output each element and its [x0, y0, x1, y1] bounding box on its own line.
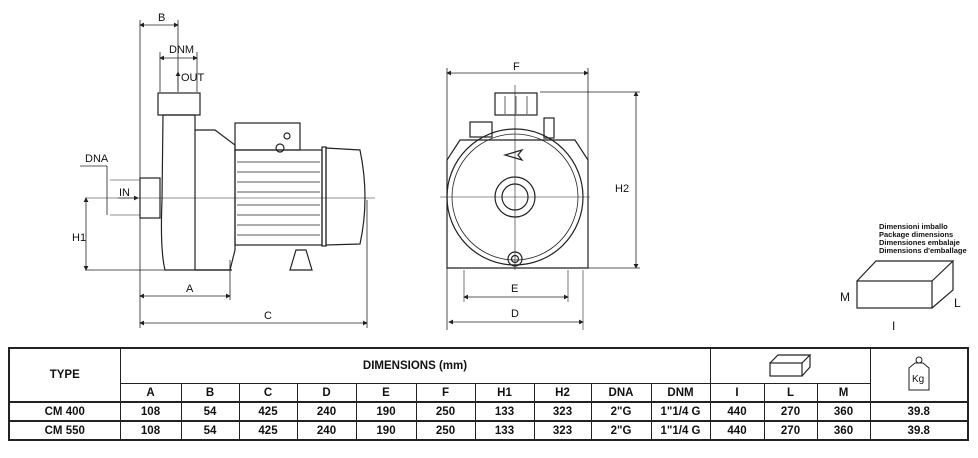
weight-cell: 39.8 [869, 420, 969, 441]
cell: 360 [816, 401, 871, 422]
package-caption-es: Dimensiones embalaje [879, 238, 960, 247]
dim-label-dnm: DNM [169, 44, 194, 56]
cell: 190 [355, 420, 417, 441]
col-e: E [355, 383, 417, 403]
dim-label-c: C [264, 310, 272, 322]
package-box-icon [769, 353, 812, 377]
table-row: CM 400 108 54 425 240 190 250 133 323 2"… [8, 401, 969, 422]
cell: 323 [533, 420, 592, 441]
cell: 240 [296, 401, 357, 422]
cell: 250 [415, 401, 476, 422]
dim-label-h1: H1 [72, 232, 86, 244]
cell: 270 [763, 420, 818, 441]
weight-kg-icon: Kg [908, 356, 930, 390]
col-d: D [296, 383, 357, 403]
type-cell: CM 550 [8, 420, 121, 441]
dim-label-in: IN [119, 187, 130, 199]
col-dna: DNA [590, 383, 652, 403]
col-c: C [238, 383, 298, 403]
col-dnm: DNM [650, 383, 711, 403]
cell: 2"G [590, 401, 652, 422]
cell: 440 [709, 420, 765, 441]
package-header [709, 347, 871, 384]
col-h1: H1 [474, 383, 535, 403]
dim-label-dna: DNA [85, 153, 109, 165]
col-b: B [180, 383, 240, 403]
cell: 2"G [590, 420, 652, 441]
dim-label-h2: H2 [615, 183, 629, 195]
dim-label-out: OUT [181, 72, 205, 84]
package-caption-it: Dimensioni imballo [879, 222, 948, 231]
package-box-icon [856, 260, 955, 309]
cell: 323 [533, 401, 592, 422]
pump-side-view [80, 20, 375, 328]
weight-header: Kg [869, 347, 969, 403]
cell: 1"1/4 G [650, 420, 711, 441]
cell: 1"1/4 G [650, 401, 711, 422]
package-caption-fr: Dimensions d'emballage [879, 246, 967, 255]
cell: 133 [474, 420, 535, 441]
col-i: I [709, 383, 765, 403]
cell: 190 [355, 401, 417, 422]
dim-label-e: E [511, 283, 518, 295]
dim-label-a: A [186, 283, 194, 295]
col-a: A [119, 383, 182, 403]
table-row: CM 550 108 54 425 240 190 250 133 323 2"… [8, 420, 969, 441]
cell: 270 [763, 401, 818, 422]
cell: 240 [296, 420, 357, 441]
cell: 108 [119, 401, 182, 422]
cell: 425 [238, 420, 298, 441]
technical-drawing: B DNM OUT DNA IN H1 A C F H2 E D [72, 12, 967, 333]
dimensions-header: DIMENSIONS (mm) [119, 347, 711, 384]
col-h2: H2 [533, 383, 592, 403]
cell: 360 [816, 420, 871, 441]
dimensions-table: TYPE DIMENSIONS (mm) Kg A B C D E F H1 H… [8, 347, 969, 441]
col-l: L [763, 383, 818, 403]
type-cell: CM 400 [8, 401, 121, 422]
package-label-l: L [954, 296, 961, 310]
dim-label-d: D [511, 308, 519, 320]
package-label-m: M [840, 290, 850, 304]
package-caption-en: Package dimensions [879, 230, 953, 239]
col-m: M [816, 383, 871, 403]
type-header: TYPE [8, 347, 121, 403]
cell: 54 [180, 420, 240, 441]
weight-cell: 39.8 [869, 401, 969, 422]
pump-front-view [440, 68, 640, 330]
dim-label-f: F [513, 61, 520, 73]
cell: 108 [119, 420, 182, 441]
cell: 133 [474, 401, 535, 422]
cell: 54 [180, 401, 240, 422]
cell: 250 [415, 420, 476, 441]
col-f: F [415, 383, 476, 403]
cell: 425 [238, 401, 298, 422]
dim-label-b: B [158, 12, 165, 24]
weight-icon-label: Kg [912, 374, 924, 385]
cell: 440 [709, 401, 765, 422]
column-header-row: A B C D E F H1 H2 DNA DNM I L M [9, 383, 968, 403]
package-label-i: I [892, 319, 895, 333]
